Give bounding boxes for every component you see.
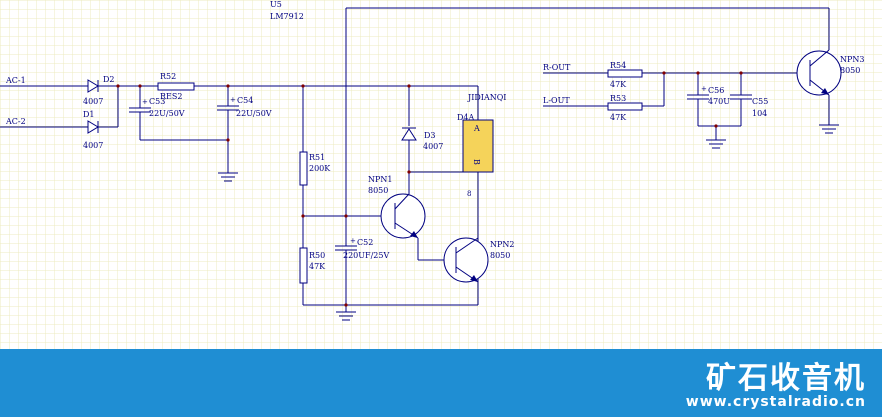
schematic-diagram: AC-1 AC-2 R-OUT L-OUT U5 LM7912 D2 4007 … bbox=[0, 0, 882, 349]
resistor-r52-value: RES2 bbox=[160, 92, 182, 101]
relay-pin-a: A bbox=[473, 124, 480, 133]
transistor-npn3-value: 8050 bbox=[840, 66, 860, 75]
capacitor-c56: + C56 470U bbox=[687, 85, 730, 106]
resistor-r50: R50 47K bbox=[299, 247, 326, 284]
regulator-part-label: LM7912 bbox=[270, 12, 304, 21]
transistor-npn2-designator: NPN2 bbox=[490, 240, 514, 249]
relay-pin-b: B bbox=[472, 159, 481, 165]
regulator-designator: U5 bbox=[270, 0, 282, 9]
capacitor-c54-designator: C54 bbox=[237, 96, 253, 105]
ground-npn3 bbox=[819, 124, 839, 134]
diode-d3-designator: D3 bbox=[424, 131, 436, 140]
diode-d3-value: 4007 bbox=[423, 142, 443, 151]
capacitor-c56-value: 470U bbox=[708, 97, 730, 106]
transistor-npn2-value: 8050 bbox=[490, 251, 510, 260]
diode-d2: D2 4007 bbox=[83, 75, 115, 106]
capacitor-c56-polarity: + bbox=[701, 85, 707, 93]
resistor-r50-designator: R50 bbox=[309, 251, 325, 260]
ground-main bbox=[336, 311, 356, 321]
capacitor-c53: + C53 22U/50V bbox=[129, 97, 185, 118]
capacitor-c55-designator: C55 bbox=[752, 97, 768, 106]
transistor-npn1: NPN1 8050 bbox=[368, 175, 426, 239]
transistor-npn3: NPN3 8050 bbox=[796, 49, 864, 96]
resistor-r53-designator: R53 bbox=[610, 94, 626, 103]
transistor-npn1-value: 8050 bbox=[368, 186, 388, 195]
output-l-label: L-OUT bbox=[543, 96, 570, 105]
resistor-r51-value: 200K bbox=[309, 164, 331, 173]
grid-pattern bbox=[0, 0, 882, 349]
watermark-banner: 矿石收音机 www.crystalradio.cn bbox=[0, 349, 882, 417]
capacitor-c54-value: 22U/50V bbox=[236, 109, 272, 118]
relay-designator: D4A bbox=[457, 113, 475, 122]
resistor-r54-value: 47K bbox=[610, 80, 627, 89]
resistor-r50-value: 47K bbox=[309, 262, 326, 271]
capacitor-c53-value: 22U/50V bbox=[149, 109, 185, 118]
resistor-r53-value: 47K bbox=[610, 113, 627, 122]
transistor-npn3-designator: NPN3 bbox=[840, 55, 864, 64]
ground-c54 bbox=[218, 172, 238, 182]
capacitor-c54-polarity: + bbox=[230, 96, 236, 104]
output-r-label: R-OUT bbox=[543, 63, 571, 72]
capacitor-c52: + C52 220UF/25V bbox=[335, 237, 389, 260]
resistor-r54-designator: R54 bbox=[610, 61, 626, 70]
capacitor-c56-designator: C56 bbox=[708, 86, 724, 95]
input-ac1-label: AC-1 bbox=[5, 76, 26, 85]
brand-url: www.crystalradio.cn bbox=[685, 394, 866, 410]
relay-label: JIDIANQI bbox=[467, 93, 506, 102]
capacitor-c55-value: 104 bbox=[752, 109, 767, 118]
capacitor-c54: + C54 22U/50V bbox=[217, 96, 272, 118]
ground-output-caps bbox=[706, 139, 726, 149]
transistor-npn1-designator: NPN1 bbox=[368, 175, 392, 184]
diode-d3: D3 4007 bbox=[401, 127, 443, 151]
resistor-r53: R53 47K bbox=[607, 94, 643, 122]
resistor-r51: R51 200K bbox=[299, 151, 331, 186]
junctions bbox=[116, 71, 743, 307]
diode-d1: D1 4007 bbox=[83, 110, 103, 150]
diode-d1-designator: D1 bbox=[83, 110, 95, 119]
brand-title: 矿石收音机 bbox=[706, 361, 866, 396]
diode-d1-value: 4007 bbox=[83, 141, 103, 150]
capacitor-c53-designator: C53 bbox=[149, 97, 165, 106]
resistor-r52: R52 RES2 bbox=[157, 72, 195, 101]
capacitor-c52-designator: C52 bbox=[357, 238, 373, 247]
resistor-r54: R54 47K bbox=[607, 61, 643, 89]
capacitor-c55: C55 104 bbox=[730, 94, 768, 118]
capacitor-c52-value: 220UF/25V bbox=[343, 251, 389, 260]
capacitor-c53-polarity: + bbox=[142, 98, 148, 106]
relay-d4a: D4A JIDIANQI A B 8 bbox=[457, 93, 506, 198]
resistor-r52-designator: R52 bbox=[160, 72, 176, 81]
relay-pin-number: 8 bbox=[467, 190, 471, 198]
resistor-r51-designator: R51 bbox=[309, 153, 325, 162]
transistor-npn2: NPN2 8050 bbox=[443, 237, 514, 283]
input-ac2-label: AC-2 bbox=[5, 117, 26, 126]
capacitor-c52-polarity: + bbox=[350, 237, 356, 245]
diode-d2-designator: D2 bbox=[103, 75, 115, 84]
diode-d2-value: 4007 bbox=[83, 97, 103, 106]
